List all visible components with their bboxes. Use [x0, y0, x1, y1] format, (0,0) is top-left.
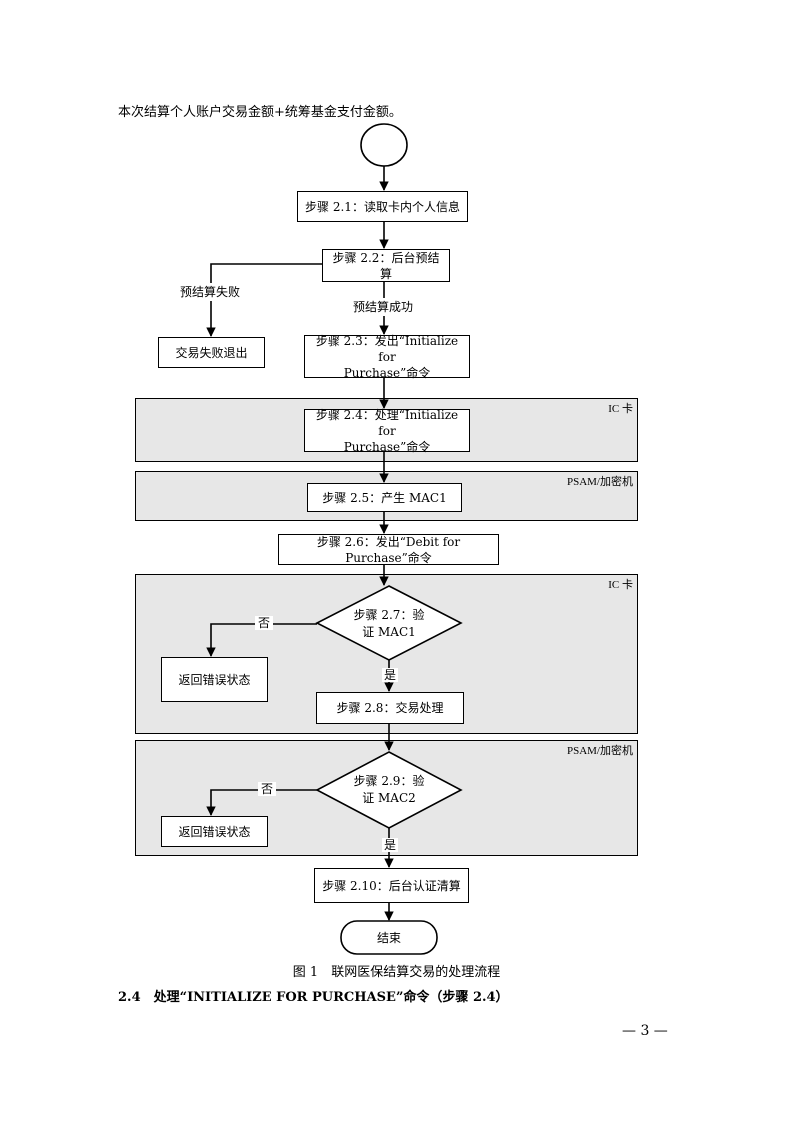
- return-error-text-2: 返回错误状态: [178, 824, 251, 839]
- step-2-2-text: 步骤 2.2：后台预结算: [332, 250, 440, 281]
- step-2-4-box: 步骤 2.4：处理“Initialize for Purchase”命令: [304, 407, 470, 454]
- decision-yes-label-2: 是: [382, 838, 399, 852]
- step-2-5-box: 步骤 2.5：产生 MAC1: [307, 483, 462, 512]
- step-2-3-text-line2: Purchase”命令: [343, 365, 431, 380]
- step-2-6-box: 步骤 2.6：发出“Debit for Purchase”命令: [278, 534, 499, 565]
- return-error-box-2: 返回错误状态: [161, 816, 268, 847]
- step-2-1-box: 步骤 2.1：读取卡内个人信息: [297, 191, 468, 222]
- step-2-8-box: 步骤 2.8：交易处理: [316, 692, 464, 724]
- lane-label: IC 卡: [608, 579, 633, 591]
- fail-exit-box: 交易失败退出: [158, 337, 265, 368]
- return-error-box-1: 返回错误状态: [161, 657, 268, 702]
- step-2-2-box: 步骤 2.2：后台预结算: [322, 249, 450, 282]
- step-2-1-text: 步骤 2.1：读取卡内个人信息: [305, 199, 460, 214]
- step-2-4-text-line1: 步骤 2.4：处理“Initialize for: [315, 407, 459, 438]
- page-number: — 3 —: [622, 1023, 668, 1039]
- end-text: 结束: [376, 930, 401, 945]
- lane-label: PSAM/加密机: [566, 745, 633, 757]
- pre-settlement-fail-label: 预结算失败: [180, 285, 241, 299]
- end-terminal: [340, 920, 438, 955]
- section-heading: 2.4 处理“INITIALIZE FOR PURCHASE”命令（步骤 2.4…: [118, 990, 509, 1005]
- decision-no-label-1: 否: [255, 616, 274, 630]
- step-2-9-text-line2: 证 MAC2: [362, 791, 416, 805]
- lane-label: IC 卡: [608, 403, 633, 415]
- pre-settlement-success-label: 预结算成功: [353, 300, 414, 314]
- start-terminal: [360, 123, 408, 167]
- step-2-8-text: 步骤 2.8：交易处理: [336, 701, 444, 715]
- step-2-6-text: 步骤 2.6：发出“Debit for Purchase”命令: [316, 534, 461, 565]
- step-2-7-text-line2: 证 MAC1: [362, 625, 416, 639]
- fail-exit-text: 交易失败退出: [175, 345, 248, 360]
- step-2-3-box: 步骤 2.3：发出“Initialize for Purchase”命令: [304, 333, 470, 380]
- step-2-9-text-line1: 步骤 2.9：验: [353, 774, 425, 788]
- decision-yes-label-1: 是: [382, 668, 399, 682]
- step-2-9-text: 步骤 2.9：验 证 MAC2: [329, 773, 449, 807]
- lane-label: PSAM/加密机: [566, 476, 633, 488]
- step-2-3-text-line1: 步骤 2.3：发出“Initialize for: [315, 333, 459, 364]
- step-2-5-text: 步骤 2.5：产生 MAC1: [322, 490, 447, 505]
- step-2-7-text: 步骤 2.7：验 证 MAC1: [329, 607, 449, 641]
- return-error-text-1: 返回错误状态: [178, 672, 251, 687]
- figure-caption: 图 1 联网医保结算交易的处理流程: [292, 965, 501, 980]
- end-label: 结束: [343, 923, 435, 952]
- intro-text: 本次结算个人账户交易金额+统筹基金支付金额。: [118, 105, 402, 120]
- step-2-10-text: 步骤 2.10：后台认证清算: [322, 878, 461, 893]
- step-2-10-box: 步骤 2.10：后台认证清算: [314, 868, 469, 903]
- step-2-7-text-line1: 步骤 2.7：验: [353, 608, 425, 622]
- decision-no-label-2: 否: [258, 782, 277, 796]
- step-2-4-text-line2: Purchase”命令: [343, 439, 431, 454]
